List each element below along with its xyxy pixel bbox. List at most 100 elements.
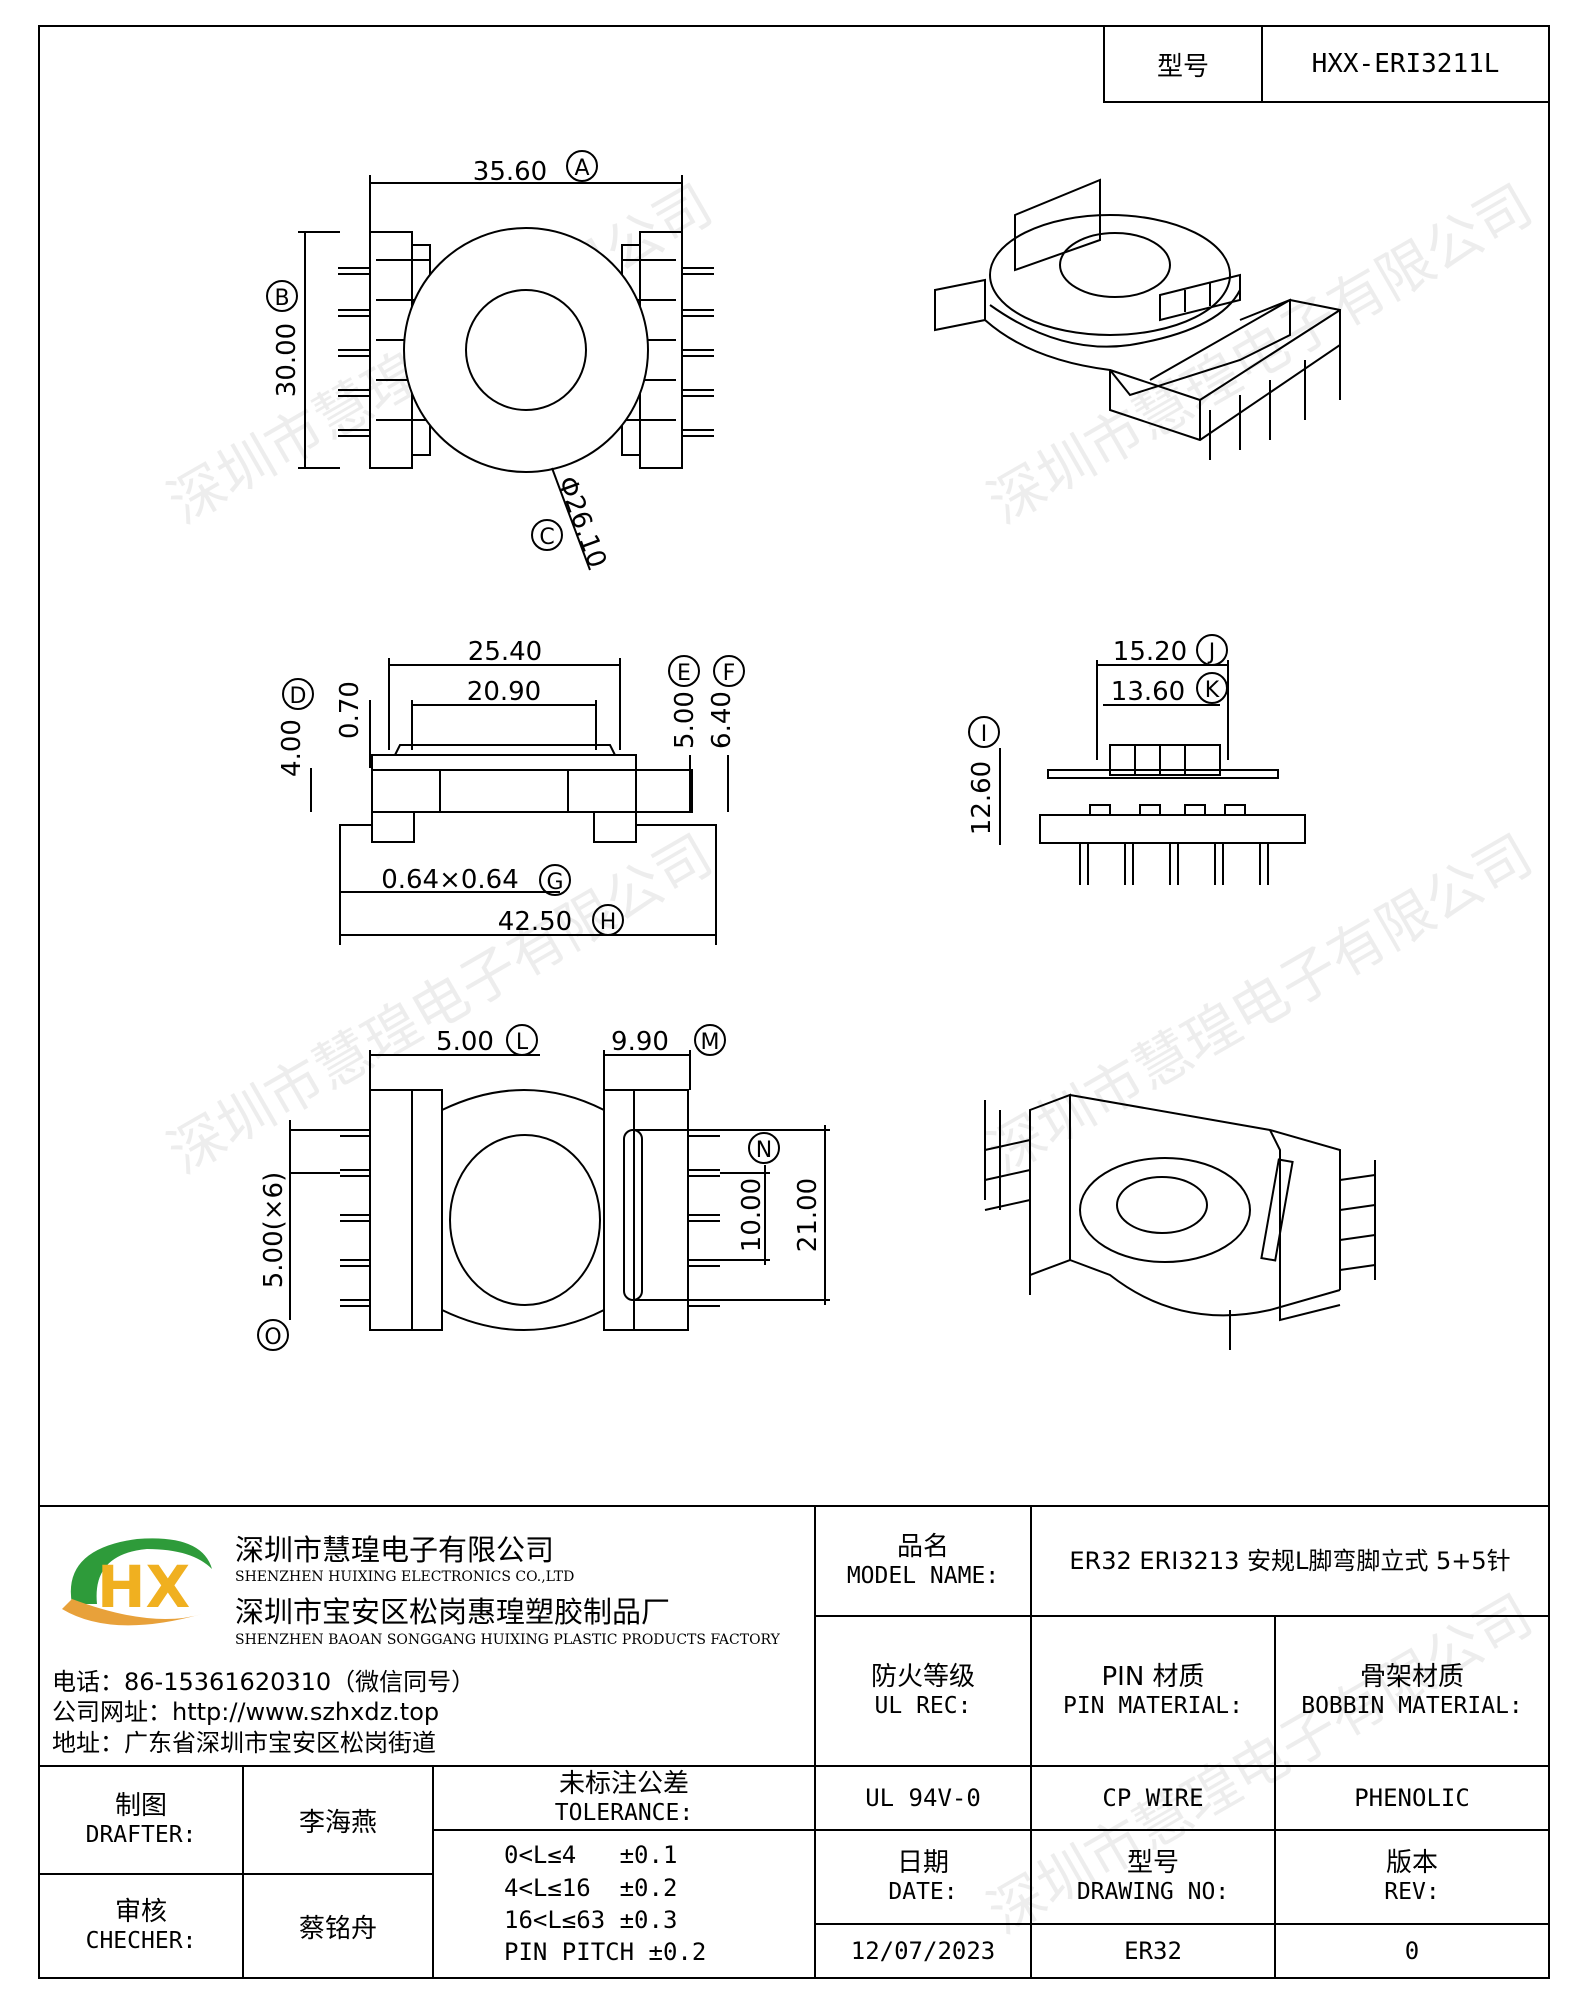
dim-d-text: 4.00	[277, 719, 307, 777]
pin-value: CP WIRE	[1102, 1784, 1204, 1812]
drawing-cn: 型号	[1126, 1847, 1179, 1878]
bobbin-label-cell: 骨架材质 BOBBIN MATERIAL:	[1274, 1615, 1550, 1767]
marker-a: A	[574, 156, 589, 181]
marker-b: B	[274, 286, 289, 311]
dim-h-text: 42.50	[498, 907, 572, 937]
date-value-cell: 12/07/2023	[814, 1923, 1032, 1979]
model-name-en: MODEL NAME:	[846, 1562, 1000, 1589]
model-label: 型号	[1156, 51, 1209, 82]
marker-g: G	[546, 870, 563, 895]
checker-name: 蔡铭舟	[298, 1913, 377, 1944]
factory-name-cn: 深圳市宝安区松岗惠瑝塑胶制品厂	[235, 1595, 671, 1629]
isometric-view-1	[934, 178, 1341, 460]
dim-o-text: 5.00(×6)	[259, 1172, 289, 1289]
front-view: 25.40 20.90 4.00 D 0.70 5.00 6.40 E F 0.…	[277, 637, 745, 945]
dim-i-text: 12.60	[967, 761, 997, 835]
rev-cn: 版本	[1385, 1847, 1438, 1878]
rev-value-cell: 0	[1274, 1923, 1550, 1979]
technical-drawing: 35.60 A B 30.00	[257, 150, 1376, 1351]
drawing-en: DRAWING NO:	[1076, 1878, 1230, 1905]
company-logo: HX	[62, 1538, 212, 1626]
drafter-label-cell: 制图 DRAFTER:	[38, 1765, 244, 1875]
dim-n-text: 10.00	[737, 1178, 767, 1252]
company-phone: 电话：86-15361620310（微信同号）	[52, 1668, 476, 1696]
top-view: 35.60 A B 30.00	[266, 150, 714, 572]
side-view: 15.20 J 13.60 K I 12.60	[967, 634, 1306, 885]
dim-l-text: 5.00	[436, 1027, 494, 1057]
pin-en: PIN MATERIAL:	[1062, 1692, 1243, 1719]
dim-f-text: 6.40	[707, 691, 737, 749]
ul-cn: 防火等级	[870, 1661, 975, 1692]
drafter-name: 李海燕	[298, 1807, 377, 1838]
rev-en: REV:	[1384, 1878, 1440, 1905]
marker-m: M	[701, 1030, 720, 1055]
model-value: HXX-ERI3211L	[1311, 49, 1500, 79]
marker-k: K	[1205, 678, 1220, 703]
marker-l: L	[516, 1030, 529, 1055]
model-name-value-cell: ER32 ERI3213 安规L脚弯脚立式 5+5针	[1030, 1505, 1550, 1617]
company-website: 公司网址：http://www.szhxdz.top	[52, 1698, 440, 1726]
dim-c-text: Φ26.10	[551, 473, 612, 572]
date-value: 12/07/2023	[850, 1937, 996, 1965]
marker-e: E	[677, 661, 691, 686]
tolerance-line: 16<L≤63 ±0.3	[504, 1906, 678, 1934]
tolerance-line: 0<L≤4 ±0.1	[504, 1841, 678, 1870]
drawing-value: ER32	[1124, 1937, 1182, 1965]
rev-value: 0	[1404, 1937, 1420, 1965]
dim-top-width-text: 25.40	[468, 637, 542, 667]
factory-name-en: SHENZHEN BAOAN SONGGANG HUIXING PLASTIC …	[235, 1632, 780, 1648]
tolerance-line: 4<L≤16 ±0.2	[504, 1873, 678, 1902]
tolerance-cn: 未标注公差	[558, 1768, 689, 1799]
model-name-cn: 品名	[896, 1531, 949, 1562]
ul-en: UL REC:	[874, 1692, 972, 1719]
pin-cn: PIN 材质	[1101, 1661, 1205, 1692]
drafter-en: DRAFTER:	[85, 1821, 197, 1848]
drafter-name-cell: 李海燕	[242, 1765, 434, 1875]
marker-j: J	[1207, 640, 1216, 665]
marker-i: I	[981, 722, 988, 747]
bobbin-en: BOBBIN MATERIAL:	[1301, 1692, 1523, 1719]
checker-name-cell: 蔡铭舟	[242, 1873, 434, 1979]
dim-g-text: 0.64×0.64	[381, 865, 519, 895]
date-cn: 日期	[896, 1847, 949, 1878]
date-label-cell: 日期 DATE:	[814, 1829, 1032, 1925]
tolerance-en: TOLERANCE:	[554, 1799, 694, 1826]
bobbin-cn: 骨架材质	[1359, 1661, 1464, 1692]
logo-text: HX	[97, 1553, 190, 1621]
bobbin-value-cell: PHENOLIC	[1274, 1765, 1550, 1831]
marker-d: D	[290, 684, 307, 709]
ul-value: UL 94V-0	[865, 1784, 981, 1812]
marker-n: N	[756, 1138, 772, 1163]
model-value-cell: HXX-ERI3211L	[1261, 25, 1550, 103]
tolerance-line: PIN PITCH ±0.2	[504, 1938, 707, 1967]
pin-label-cell: PIN 材质 PIN MATERIAL:	[1030, 1615, 1276, 1767]
tolerance-values-cell: 0<L≤4 ±0.1 4<L≤16 ±0.2 16<L≤63 ±0.3 PIN …	[432, 1829, 816, 1979]
checker-label-cell: 审核 CHECHER:	[38, 1873, 244, 1979]
company-address: 地址：广东省深圳市宝安区松岗街道	[52, 1729, 436, 1757]
company-block: HX 深圳市慧瑝电子有限公司 SHENZHEN HUIXING ELECTRON…	[38, 1505, 816, 1767]
dim-m-text: 9.90	[611, 1027, 669, 1057]
company-name-en: SHENZHEN HUIXING ELECTRONICS CO.,LTD	[235, 1569, 575, 1585]
model-name-value: ER32 ERI3213 安规L脚弯脚立式 5+5针	[1069, 1546, 1511, 1575]
drawing-label-cell: 型号 DRAWING NO:	[1030, 1829, 1276, 1925]
model-name-label-cell: 品名 MODEL NAME:	[814, 1505, 1032, 1617]
dim-j-text: 15.20	[1113, 637, 1187, 667]
ul-label-cell: 防火等级 UL REC:	[814, 1615, 1032, 1767]
dim-gap-text: 0.70	[335, 681, 365, 739]
marker-f: F	[723, 661, 736, 686]
tolerance-label-cell: 未标注公差 TOLERANCE:	[432, 1765, 816, 1831]
dim-e-text: 5.00	[670, 691, 700, 749]
drawing-value-cell: ER32	[1030, 1923, 1276, 1979]
marker-o: O	[264, 1325, 281, 1350]
dim-k-text: 13.60	[1111, 677, 1185, 707]
checker-cn: 审核	[114, 1896, 167, 1927]
bobbin-value: PHENOLIC	[1354, 1784, 1470, 1812]
company-name-cn: 深圳市慧瑝电子有限公司	[235, 1533, 555, 1567]
dim-inner-width-text: 20.90	[467, 677, 541, 707]
marker-c: C	[539, 525, 554, 550]
checker-en: CHECHER:	[85, 1927, 197, 1954]
pin-value-cell: CP WIRE	[1030, 1765, 1276, 1831]
dim-a-text: 35.60	[473, 157, 547, 187]
drafter-cn: 制图	[114, 1790, 167, 1821]
dim-21-text: 21.00	[793, 1178, 823, 1252]
